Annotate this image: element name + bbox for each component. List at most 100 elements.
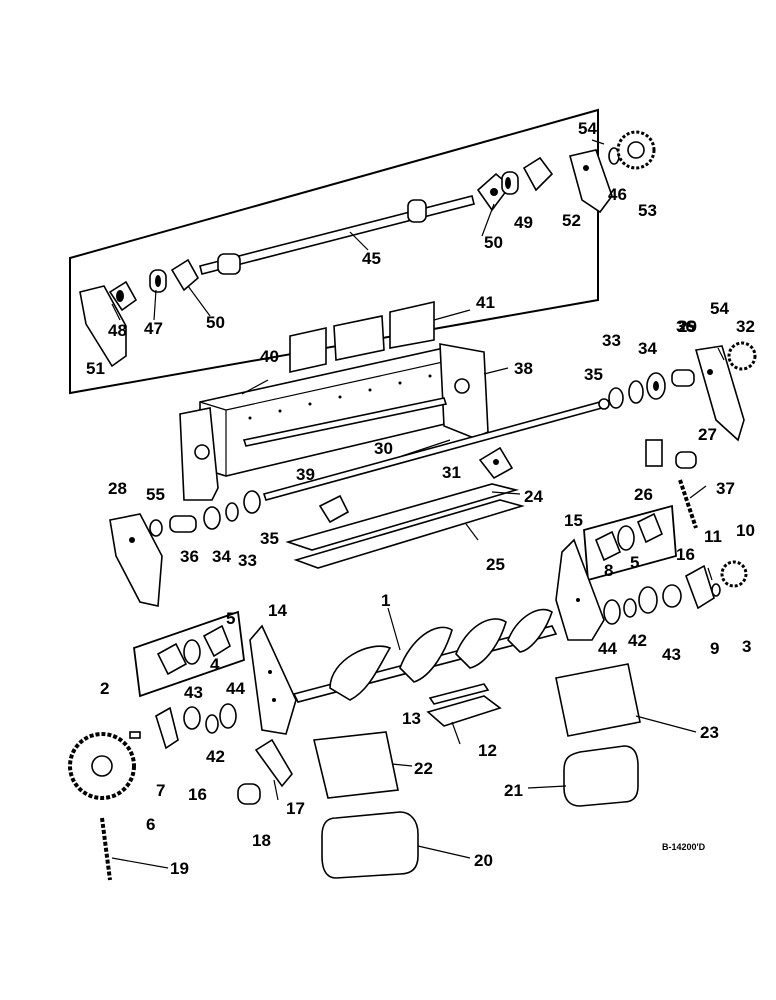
callout-47: 47: [144, 319, 163, 338]
key-7: [129, 731, 141, 739]
shaft-45: [199, 195, 475, 275]
sprocket-10: [720, 560, 748, 588]
callout-labels: 1 2 3 4 5 5 5 6 7 8 9 10 11 12 13 14 15 …: [86, 119, 755, 878]
chain-19: [100, 817, 112, 881]
callout-50a: 50: [484, 233, 503, 252]
sprocket-32: [727, 341, 757, 371]
bearing-flange-48: [108, 280, 138, 312]
callout-36a: 36: [676, 317, 695, 336]
callout-8: 8: [604, 561, 613, 580]
callout-4: 4: [210, 655, 220, 674]
callout-39: 39: [296, 465, 315, 484]
washer-55: [149, 519, 163, 537]
callout-19: 19: [170, 859, 189, 878]
callout-42a: 42: [628, 631, 647, 650]
callout-13: 13: [402, 709, 421, 728]
callout-26: 26: [634, 485, 653, 504]
key-54-upper: [591, 139, 605, 145]
casting-center: [318, 494, 350, 524]
callout-54a: 54: [578, 119, 597, 138]
plate-24: [285, 483, 520, 551]
callout-21: 21: [504, 781, 523, 800]
bearing-33-right: [628, 380, 644, 404]
trough-21: [563, 745, 639, 807]
bearing-35-right: [608, 387, 624, 409]
callout-40: 40: [260, 347, 279, 366]
callout-1: 1: [381, 591, 390, 610]
housing-40: [199, 347, 471, 477]
callout-50b: 50: [206, 313, 225, 332]
callout-22: 22: [414, 759, 433, 778]
key-11: [707, 567, 713, 581]
callout-6: 6: [146, 815, 155, 834]
bracket-31: [478, 446, 514, 480]
trough-20: [321, 811, 419, 879]
callout-25: 25: [486, 555, 505, 574]
callout-35a: 35: [584, 365, 603, 384]
bearing-49: [501, 171, 519, 195]
callout-30: 30: [374, 439, 393, 458]
cover-23: [555, 663, 641, 737]
callout-49: 49: [514, 213, 533, 232]
bearing-42-left: [205, 714, 219, 734]
shaft-30: [262, 398, 610, 501]
cap-18: [237, 783, 261, 805]
washer-3: [711, 583, 721, 597]
callout-9: 9: [710, 639, 719, 658]
shoe-12: [426, 695, 502, 727]
callout-34a: 34: [638, 339, 657, 358]
part-26: [645, 439, 663, 467]
bearing-flange-50-lower: [170, 258, 200, 292]
plate-25: [293, 499, 525, 569]
flange-plate-upper: [522, 156, 554, 192]
bearing-44-right: [603, 599, 621, 625]
bearing-34-left: [203, 506, 221, 530]
callout-51: 51: [86, 359, 105, 378]
part-27: [675, 451, 697, 469]
inset-panel-left: [133, 610, 245, 698]
bracket-28: [109, 513, 163, 607]
callout-44a: 44: [598, 639, 617, 658]
callout-55: 55: [146, 485, 165, 504]
end-plate-38: [439, 343, 489, 439]
callout-2: 2: [100, 679, 109, 698]
callout-43b: 43: [184, 683, 203, 702]
callout-11: 11: [704, 527, 722, 546]
bracket-52: [569, 149, 613, 214]
auger-section: [68, 504, 748, 881]
upper-shaft-panel: [69, 108, 656, 395]
callout-15: 15: [564, 511, 583, 530]
callout-31: 31: [442, 463, 461, 482]
callout-37: 37: [716, 479, 735, 498]
bearing-33-left: [225, 502, 239, 522]
chain-37: [678, 479, 698, 529]
callout-41: 41: [476, 293, 495, 312]
bearing-47: [149, 269, 167, 293]
callout-5b: 5: [630, 553, 639, 572]
bearing-42-right: [623, 598, 637, 618]
callout-34b: 34: [212, 547, 231, 566]
callout-7: 7: [156, 781, 165, 800]
key-54-right: [717, 347, 725, 361]
auger-1: [292, 608, 558, 703]
bearing-9: [662, 584, 682, 608]
callout-35b: 35: [260, 529, 279, 548]
sprocket-53: [616, 130, 656, 170]
bracket-51: [79, 285, 127, 368]
callout-48: 48: [108, 321, 127, 340]
callout-42b: 42: [206, 747, 225, 766]
callout-45: 45: [362, 249, 381, 268]
callout-36b: 36: [180, 547, 199, 566]
callout-28: 28: [108, 479, 127, 498]
callout-5a: 5: [226, 609, 235, 628]
callout-14: 14: [268, 601, 287, 620]
callout-43a: 43: [662, 645, 681, 664]
frame-assembly: [179, 300, 610, 569]
left-drive-parts: [109, 490, 261, 607]
bearing-43-left: [183, 706, 201, 730]
drawing-reference: B-14200'D: [662, 842, 706, 852]
bearing-35-left: [243, 490, 261, 514]
plate-17: [254, 738, 293, 788]
callout-54b: 54: [710, 299, 729, 318]
